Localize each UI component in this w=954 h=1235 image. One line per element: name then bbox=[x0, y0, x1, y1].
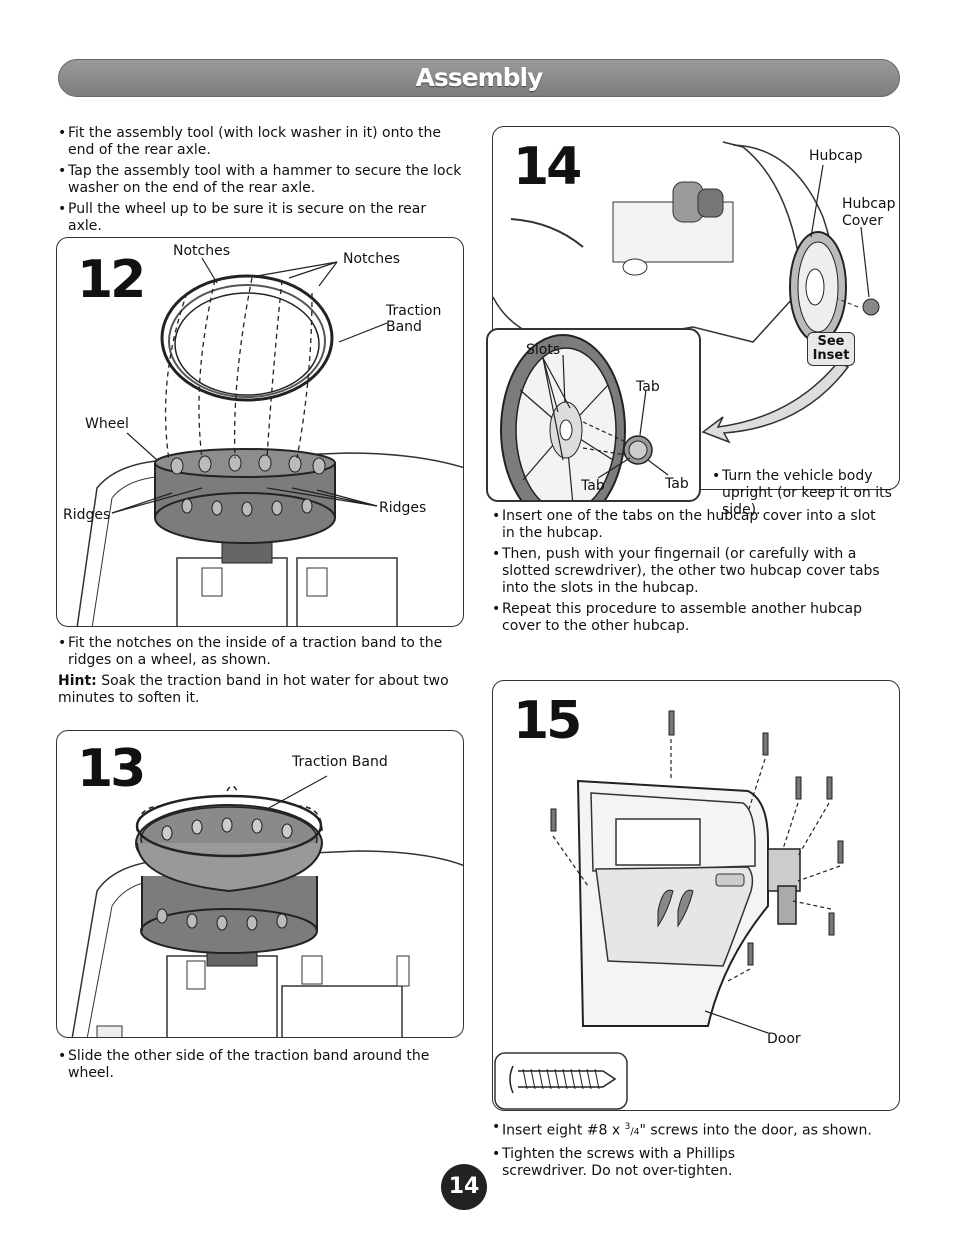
step-12-illustration bbox=[76, 257, 463, 626]
step-14-side-instruction: Turn the vehicle body upright (or keep i… bbox=[712, 468, 924, 523]
label-wheel: Wheel bbox=[85, 416, 129, 432]
intro-instructions: Fit the assembly tool (with lock washer … bbox=[58, 125, 463, 239]
step-14-inset-illustration bbox=[500, 334, 669, 500]
page-title: Assembly bbox=[415, 63, 544, 92]
label-door: Door bbox=[767, 1031, 801, 1047]
step-14-bullet-1: Insert one of the tabs on the hubcap cov… bbox=[492, 508, 892, 542]
page-number: 14 bbox=[441, 1164, 487, 1210]
step-13-panel: 13 Traction Band bbox=[56, 730, 464, 1038]
step-12-instructions: Fit the notches on the inside of a tract… bbox=[58, 635, 463, 707]
step-13-illustration bbox=[71, 775, 463, 1037]
step-12-panel: 12 Notches Notches Traction Band Wheel R… bbox=[56, 237, 464, 627]
step-15-instructions: Insert eight #8 x 3/4" screws into the d… bbox=[492, 1119, 892, 1184]
step-14-bullet-3: Repeat this procedure to assemble anothe… bbox=[492, 601, 892, 635]
label-tab-2: Tab bbox=[581, 478, 605, 494]
step-13-bullet: Slide the other side of the traction ban… bbox=[58, 1048, 463, 1082]
step-14-inset-panel: Slots Tab Tab Tab bbox=[486, 328, 701, 502]
bullet1-post: " screws into the door, as shown. bbox=[639, 1122, 872, 1139]
step-12-number: 12 bbox=[77, 250, 146, 310]
step-14-instructions: Insert one of the tabs on the hubcap cov… bbox=[492, 508, 892, 639]
step-15-bullet-1: Insert eight #8 x 3/4" screws into the d… bbox=[492, 1119, 892, 1142]
intro-bullet-3: Pull the wheel up to be sure it is secur… bbox=[58, 201, 463, 235]
bullet1-pre: Insert eight #8 x bbox=[502, 1122, 625, 1139]
step-12-hint: Hint: Soak the traction band in hot wate… bbox=[58, 673, 463, 707]
step-14-number: 14 bbox=[513, 137, 582, 197]
hint-label: Hint: bbox=[58, 673, 97, 689]
label-notches-2: Notches bbox=[343, 251, 401, 267]
step-15-panel: 15 Door bbox=[492, 680, 900, 1111]
intro-bullet-2: Tap the assembly tool with a hammer to s… bbox=[58, 163, 463, 197]
label-slots: Slots bbox=[526, 342, 561, 358]
step-14-bullet-2: Then, push with your fingernail (or care… bbox=[492, 546, 892, 597]
see-inset-badge: See Inset bbox=[807, 332, 855, 366]
label-ridges-2: Ridges bbox=[379, 500, 427, 516]
label-traction-band: Traction Band bbox=[292, 754, 388, 770]
label-tab-3: Tab bbox=[665, 476, 689, 492]
step-13-instructions: Slide the other side of the traction ban… bbox=[58, 1048, 463, 1086]
frac-den: 4 bbox=[633, 1127, 640, 1138]
label-notches-1: Notches bbox=[173, 243, 231, 259]
step-14-side-bullet: Turn the vehicle body upright (or keep i… bbox=[712, 468, 924, 519]
intro-bullet-1: Fit the assembly tool (with lock washer … bbox=[58, 125, 463, 159]
label-traction-band-line1: Traction bbox=[386, 303, 442, 319]
label-hubcap-cover-line1: Hubcap bbox=[842, 196, 896, 212]
step-12-bullet: Fit the notches on the inside of a tract… bbox=[58, 635, 463, 669]
step-15-bullet-2: Tighten the screws with a Phillips screw… bbox=[492, 1146, 822, 1180]
frac-num: 3 bbox=[624, 1122, 631, 1132]
label-traction-band-line2: Band bbox=[386, 319, 422, 335]
label-tab-1: Tab bbox=[636, 379, 660, 395]
label-ridges-1: Ridges bbox=[63, 507, 111, 523]
step-14-illustration bbox=[493, 141, 880, 444]
step-15-illustration bbox=[494, 710, 844, 1110]
page-header: Assembly bbox=[58, 59, 900, 97]
see-inset-line1: See bbox=[817, 334, 845, 349]
label-hubcap: Hubcap bbox=[809, 148, 863, 164]
step-15-number: 15 bbox=[513, 691, 582, 751]
step-13-number: 13 bbox=[77, 739, 146, 799]
label-hubcap-cover-line2: Cover bbox=[842, 213, 883, 229]
hint-text: Soak the traction band in hot water for … bbox=[58, 673, 449, 706]
see-inset-line2: Inset bbox=[812, 348, 850, 363]
